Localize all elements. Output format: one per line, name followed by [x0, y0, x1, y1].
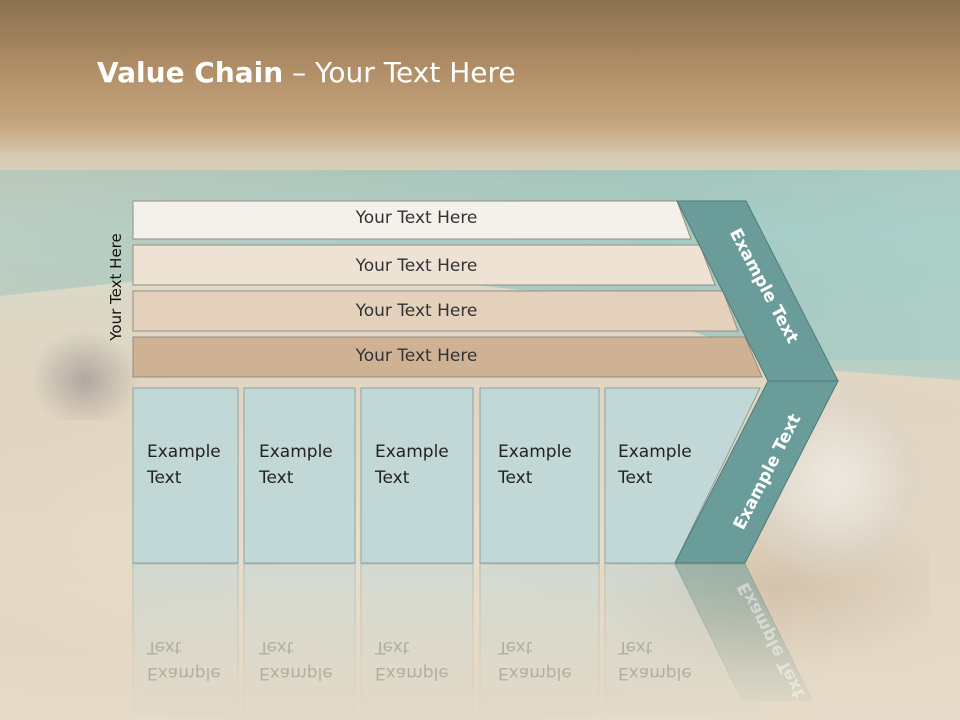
- box-label-5: Example Text: [618, 442, 692, 488]
- box-label-4: Example Text: [498, 442, 572, 488]
- box-3-reflection: [360, 563, 474, 715]
- chevron-lower: [674, 380, 839, 564]
- reflection-group: [132, 563, 813, 715]
- chevron-lower-reflection: [674, 563, 813, 701]
- background-jetski-left: [30, 330, 140, 420]
- row-label-1: Your Text Here: [355, 208, 478, 228]
- row-bar-2: [132, 244, 716, 286]
- box-3: [360, 387, 474, 564]
- box-label-3: Example Text: [375, 442, 449, 488]
- box-2-reflection: [243, 563, 356, 715]
- row-label-3: Your Text Here: [355, 301, 478, 321]
- slide-title-rest: – Your Text Here: [283, 56, 516, 89]
- row-bar-3: [132, 290, 739, 332]
- box-5-reflection: [604, 563, 761, 715]
- slide-title: Value Chain – Your Text Here: [97, 56, 516, 89]
- box-4: [479, 387, 600, 564]
- row-bar-1: [132, 200, 692, 240]
- row-label-4: Your Text Here: [355, 346, 478, 366]
- slide-title-bold: Value Chain: [97, 56, 284, 89]
- box-label-1: Example Text: [147, 442, 221, 488]
- box-label-2: Example Text: [259, 442, 333, 488]
- box-4-reflection: [479, 563, 600, 715]
- box-1-reflection: [132, 563, 239, 715]
- box-2: [243, 387, 356, 564]
- row-label-2: Your Text Here: [355, 256, 478, 276]
- row-bar-4: [132, 336, 763, 378]
- box-1: [132, 387, 239, 564]
